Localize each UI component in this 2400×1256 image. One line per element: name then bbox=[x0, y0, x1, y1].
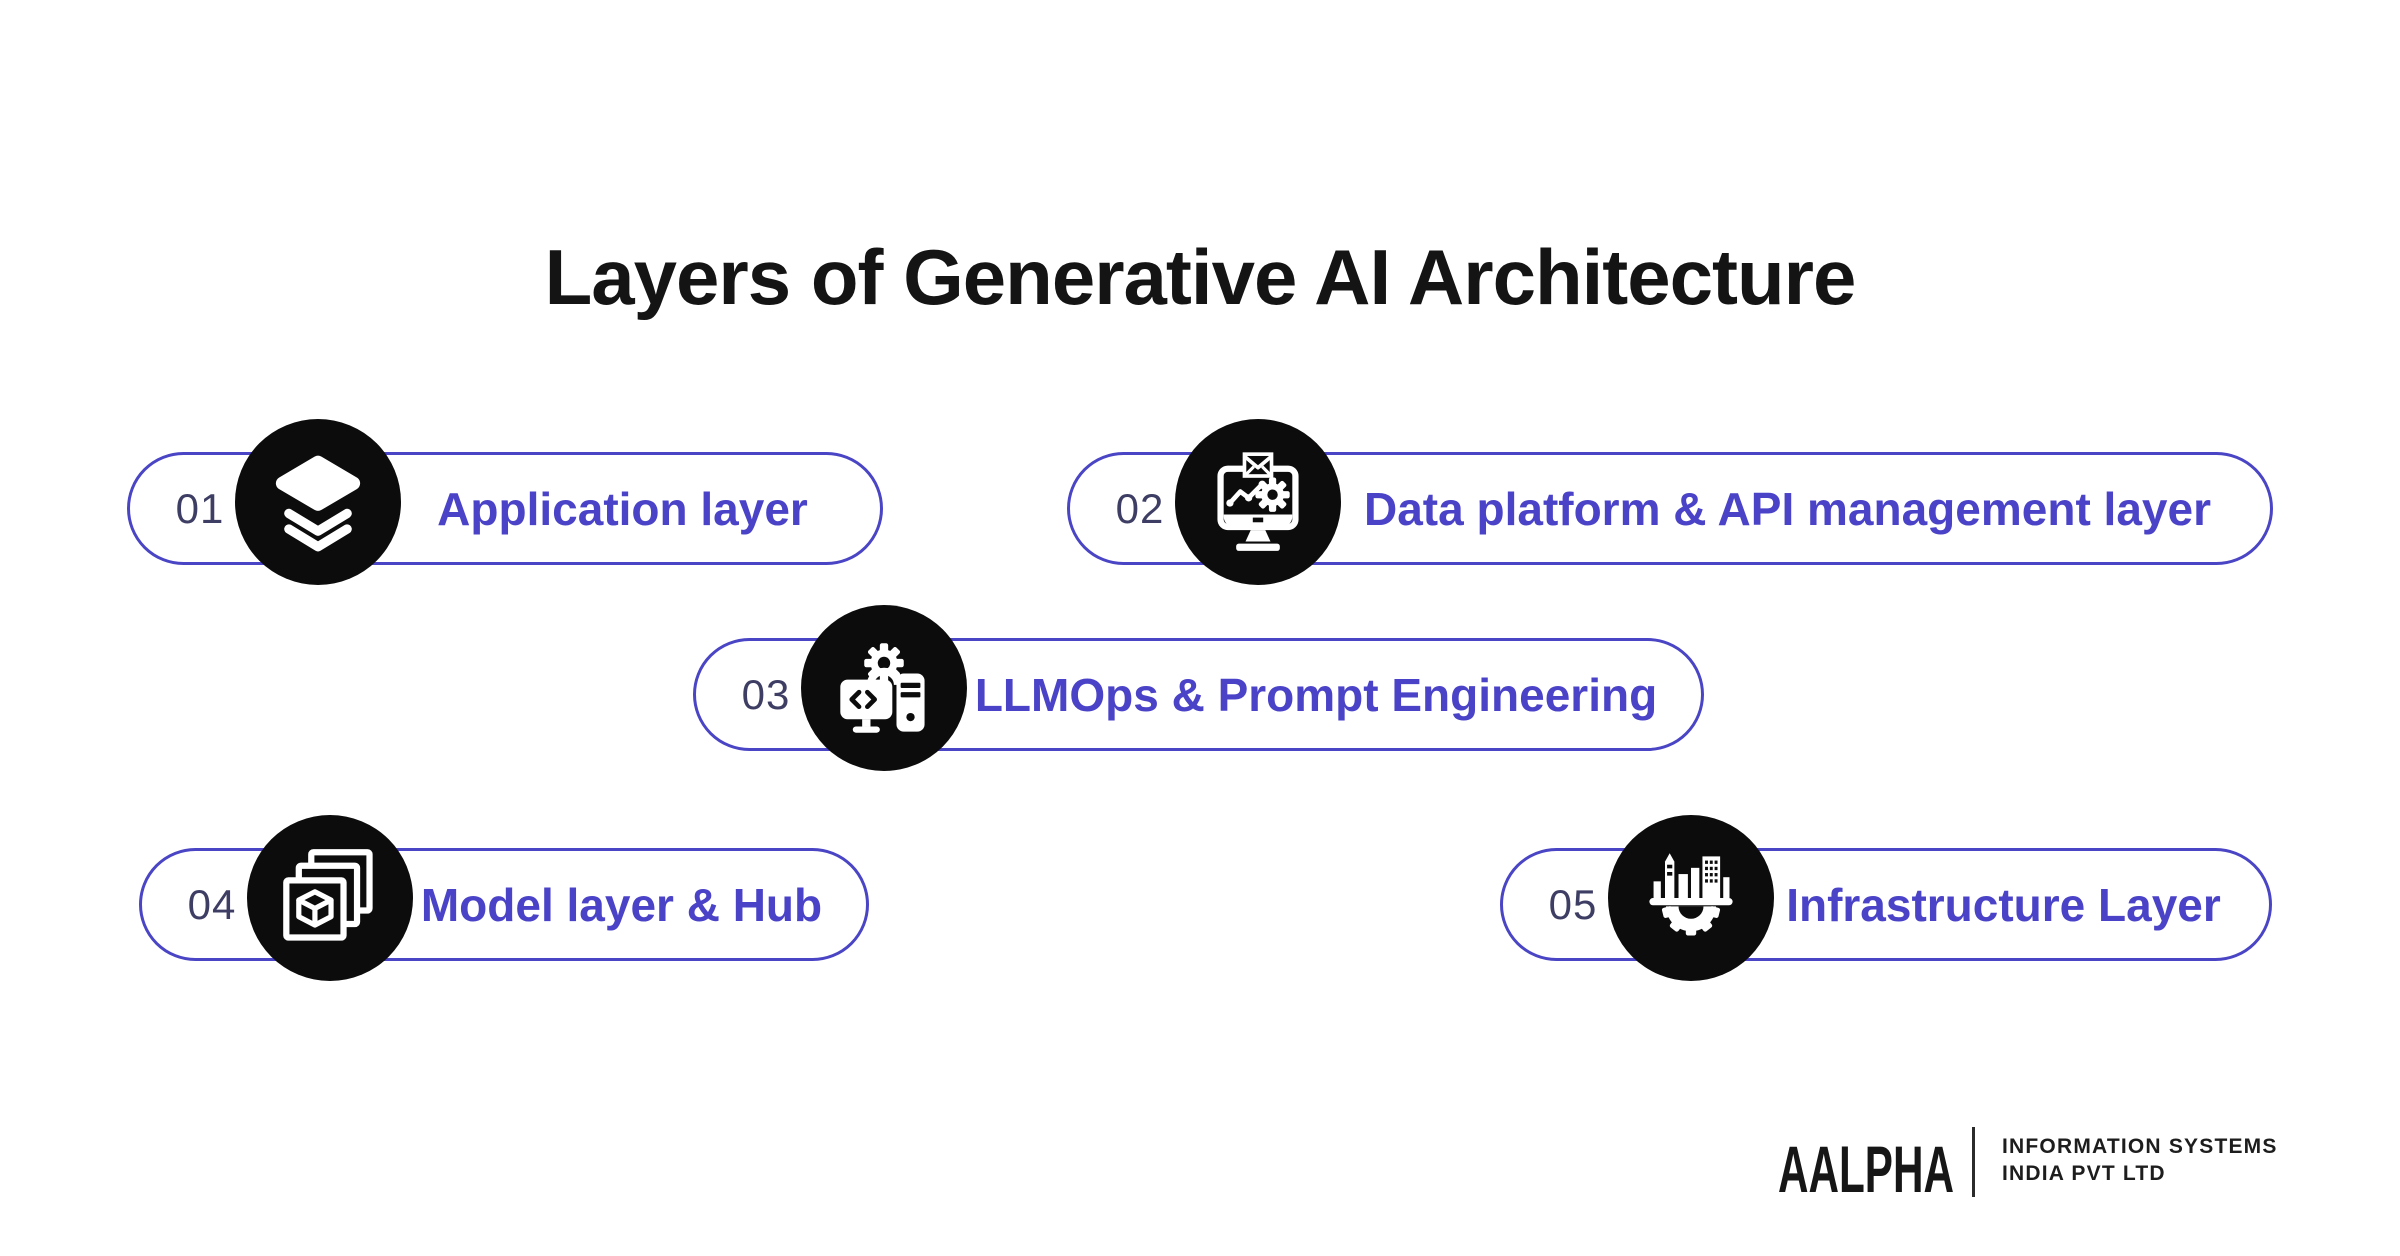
layers-stack-icon bbox=[235, 418, 401, 585]
layer-number: 04 bbox=[187, 880, 237, 928]
page-title: Layers of Generative AI Architecture bbox=[544, 233, 1857, 321]
gear-code-server-icon bbox=[801, 604, 967, 771]
layer-pill-llmops: 03 LLMOps & Prompt Engineering bbox=[693, 604, 1704, 771]
monitor-analytics-gear-mail-icon bbox=[1175, 418, 1341, 585]
layer-number: 05 bbox=[1548, 880, 1598, 928]
city-buildings-gear-icon bbox=[1608, 814, 1774, 981]
layer-pill-data-platform: 02 bbox=[1067, 418, 2273, 585]
logo-divider bbox=[1972, 1127, 1975, 1197]
layer-pill-application: 01 Application layer bbox=[127, 418, 883, 585]
layer-label: Model layer & Hub bbox=[420, 878, 823, 931]
brand-org-line2: INDIA PVT LTD bbox=[2002, 1162, 2166, 1185]
stacked-frames-cube-icon bbox=[247, 814, 413, 981]
layer-pill-infrastructure: 05 bbox=[1500, 814, 2272, 981]
layer-label: Data platform & API management layer bbox=[1364, 482, 2211, 535]
layer-number: 02 bbox=[1115, 484, 1165, 532]
brand-logo-text: AALPHA bbox=[1778, 1132, 1954, 1206]
layer-number: 03 bbox=[741, 670, 791, 718]
layer-pill-model-hub: 04 Model layer & Hub bbox=[139, 814, 869, 981]
layer-label: Infrastructure Layer bbox=[1786, 878, 2221, 931]
layer-number: 01 bbox=[175, 484, 225, 532]
brand-org-line1: INFORMATION SYSTEMS bbox=[2002, 1135, 2278, 1158]
layer-label: LLMOps & Prompt Engineering bbox=[974, 668, 1658, 721]
layer-label: Application layer bbox=[437, 482, 808, 535]
brand-org-text: INFORMATION SYSTEMS INDIA PVT LTD bbox=[2002, 1133, 2278, 1187]
